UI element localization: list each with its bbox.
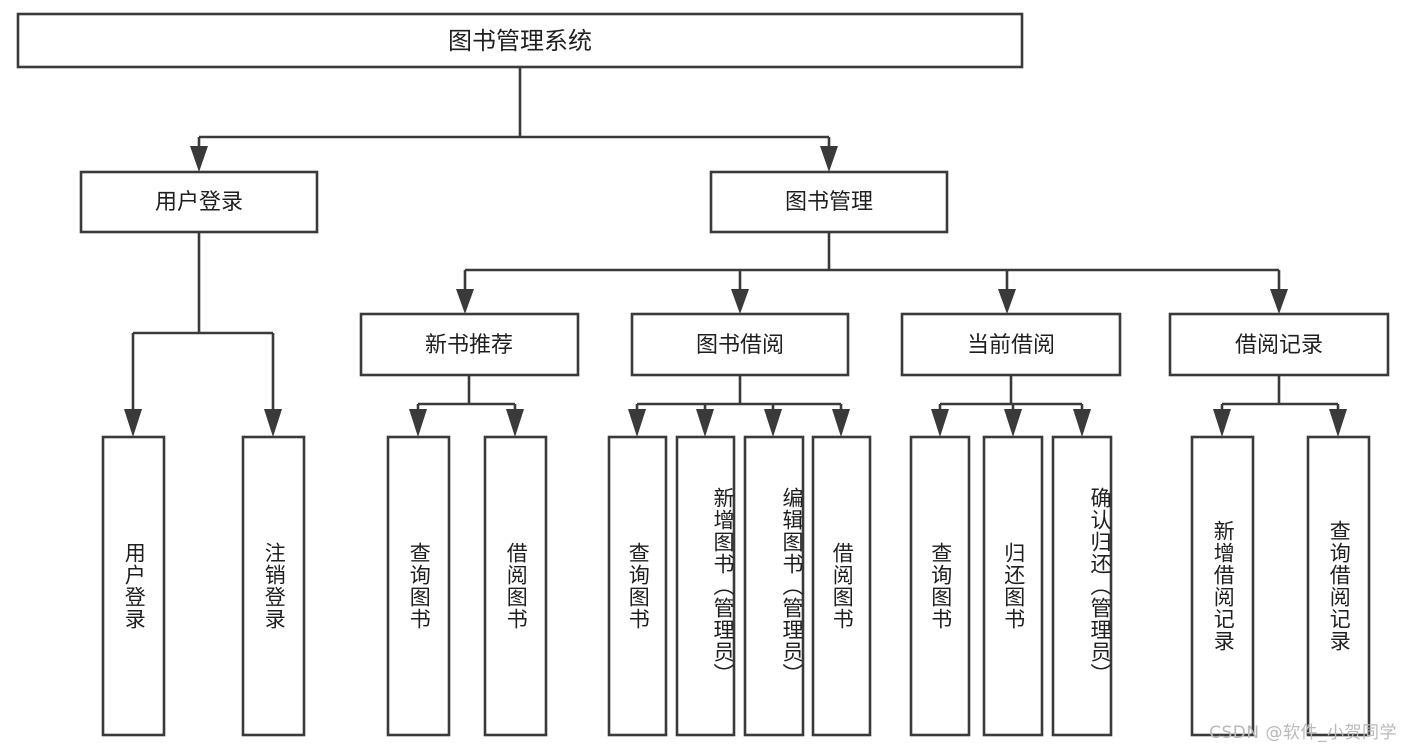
arrow-head-leaf-query-book-1 — [409, 409, 427, 437]
node-book-borrow[interactable]: 图书借阅 — [630, 312, 850, 377]
node-new-book-recommend[interactable]: 新书推荐 — [359, 312, 580, 377]
node-leaf-return-book-box[interactable] — [982, 435, 1044, 737]
node-leaf-query-borrow-record-box[interactable] — [1306, 435, 1371, 737]
arrow-head-leaf-confirm-return-admin — [1073, 409, 1091, 437]
node-leaf-borrow-book-2-box[interactable] — [811, 435, 872, 737]
arrow-head-leaf-query-book-2 — [628, 409, 646, 437]
connector-group-borrow-record — [1213, 375, 1347, 437]
connector-group-new-book-recommend — [409, 375, 524, 437]
node-leaf-add-borrow-record-box[interactable] — [1190, 435, 1255, 737]
arrow-head-borrow-record — [1270, 289, 1288, 314]
arrow-head-leaf-edit-book-admin — [764, 409, 782, 437]
node-leaf-edit-book-admin-box[interactable] — [743, 435, 805, 737]
arrow-head-leaf-query-book-3 — [931, 409, 949, 437]
arrow-head-leaf-borrow-book-1 — [506, 409, 524, 437]
node-leaf-query-book-1-box[interactable] — [386, 435, 451, 737]
node-new-book-recommend-box[interactable] — [359, 312, 580, 377]
node-leaf-query-book-3-box[interactable] — [909, 435, 971, 737]
node-borrow-record-label: 借阅记录 — [1235, 333, 1323, 358]
arrow-head-leaf-user-login — [124, 409, 142, 437]
arrow-head-user-login — [190, 146, 208, 172]
arrow-head-book-management — [820, 146, 838, 172]
node-root-box[interactable] — [16, 12, 1024, 69]
node-current-borrow-box[interactable] — [900, 312, 1122, 377]
node-borrow-record[interactable]: 借阅记录 — [1168, 312, 1390, 377]
node-book-borrow-box[interactable] — [630, 312, 850, 377]
node-borrow-record-box[interactable] — [1168, 312, 1390, 377]
arrow-head-book-borrow — [731, 289, 749, 314]
node-book-management-label: 图书管理 — [785, 190, 873, 215]
node-book-management-box[interactable] — [709, 170, 949, 234]
connector-group-book-borrow — [628, 375, 850, 437]
arrow-head-current-borrow — [998, 289, 1016, 314]
node-user-login-box[interactable] — [79, 170, 319, 234]
arrow-head-leaf-logout — [264, 409, 282, 437]
connector-group-root — [190, 67, 838, 172]
node-current-borrow-label: 当前借阅 — [967, 333, 1055, 358]
node-current-borrow[interactable]: 当前借阅 — [900, 312, 1122, 377]
node-book-borrow-label: 图书借阅 — [696, 333, 784, 358]
node-root-label: 图书管理系统 — [448, 27, 592, 55]
node-root[interactable]: 图书管理系统 — [16, 12, 1024, 69]
node-user-login-label: 用户登录 — [155, 190, 243, 215]
arrow-head-new-book-recommend — [456, 289, 474, 314]
node-book-management[interactable]: 图书管理 — [709, 170, 949, 234]
arrow-head-leaf-return-book — [1004, 409, 1022, 437]
connector-group-current-borrow — [931, 375, 1091, 437]
connector-group-book-management — [456, 232, 1288, 314]
arrow-head-leaf-query-borrow-record — [1329, 409, 1347, 437]
node-leaf-user-login-box[interactable] — [101, 435, 166, 737]
node-new-book-recommend-label: 新书推荐 — [425, 333, 513, 358]
node-leaf-logout-box[interactable] — [241, 435, 306, 737]
arrow-head-leaf-add-borrow-record — [1213, 409, 1231, 437]
csdn-watermark: CSDN @软件_小贺同学 — [1209, 723, 1397, 743]
arrow-head-leaf-add-book-admin — [696, 409, 714, 437]
node-user-login[interactable]: 用户登录 — [79, 170, 319, 234]
connector-group-user-login — [124, 232, 282, 437]
node-leaf-confirm-return-admin-box[interactable] — [1051, 435, 1113, 737]
node-leaf-add-book-admin-box[interactable] — [675, 435, 736, 737]
arrow-head-leaf-borrow-book-2 — [832, 409, 850, 437]
node-leaf-query-book-2-box[interactable] — [607, 435, 668, 737]
leaf-boxes — [101, 435, 1371, 737]
node-leaf-borrow-book-1-box[interactable] — [483, 435, 548, 737]
